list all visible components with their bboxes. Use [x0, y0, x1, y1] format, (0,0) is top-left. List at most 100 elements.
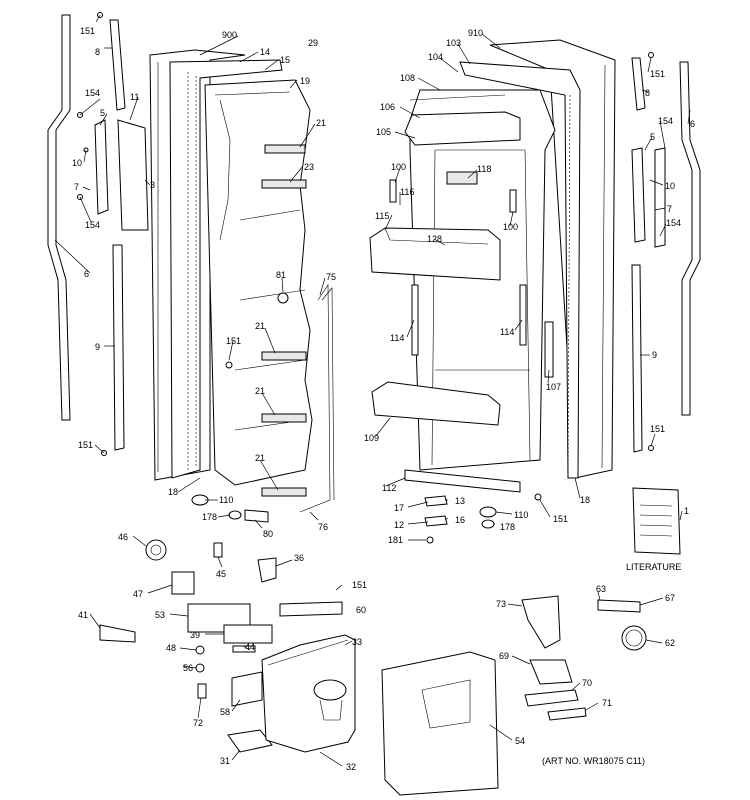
callout-label: 13: [455, 496, 465, 506]
callout-label: 29: [308, 38, 318, 48]
screw-181: [426, 536, 434, 544]
callout-label: 36: [294, 553, 304, 563]
callout-label: 900: [222, 30, 237, 40]
bracket-41: [99, 624, 136, 643]
callout-label: 6: [84, 269, 89, 279]
callout-label: 17: [394, 503, 404, 513]
callout-label: 151: [80, 26, 95, 36]
callout-label: 72: [193, 718, 203, 728]
callout-label: 104: [428, 52, 443, 62]
callout-label: 128: [427, 234, 442, 244]
callout-label: 116: [400, 187, 414, 197]
trim-strip-8-right: [631, 57, 646, 111]
handle-bracket-11: [117, 119, 149, 231]
callout-label: 154: [658, 116, 673, 126]
callout-label: 910: [468, 28, 483, 38]
trim-strip-6-right: [679, 61, 701, 416]
callout-label: 19: [300, 76, 310, 86]
water-tube: [299, 284, 331, 513]
callout-label: 7: [74, 182, 79, 192]
callout-label: 154: [85, 88, 100, 98]
door-rail-114: [519, 284, 527, 346]
callout-label: 118: [477, 164, 491, 174]
callout-label: 81: [276, 270, 286, 280]
callout-label: 154: [666, 218, 681, 228]
actuator-36: [257, 557, 277, 583]
switch-45: [213, 542, 223, 558]
literature-booklet: [632, 487, 681, 555]
callout-label: 114: [500, 327, 514, 337]
clip-100: [389, 179, 397, 203]
shelf-tray-118: [446, 171, 478, 185]
callout-label: 11: [130, 92, 139, 102]
freezer-door-assembly: [149, 49, 335, 513]
door-shelf-bar: [261, 179, 307, 189]
callout-labels: 151 8 154 11 5 10 3 7 154 6 9 151 900 14…: [72, 26, 695, 772]
callout-label: 21: [316, 118, 326, 128]
callout-label: 69: [499, 651, 509, 661]
freezer-door-gasket: [169, 59, 283, 479]
callout-label: 60: [356, 605, 366, 615]
callout-label: 44: [245, 642, 255, 652]
handle-5-right: [631, 147, 646, 243]
callout-label: 8: [645, 88, 650, 98]
callout-label: 12: [394, 520, 404, 530]
door-bin-106: [404, 111, 521, 146]
callout-label: 48: [166, 643, 176, 653]
literature-label: LITERATURE: [626, 562, 681, 572]
callout-label: 23: [304, 162, 314, 172]
bar-60: [279, 601, 343, 617]
rail-107: [544, 321, 554, 378]
trim-strip-9: [112, 244, 125, 451]
trim-strip-9-right: [631, 264, 643, 453]
callout-label: 105: [376, 127, 391, 137]
callout-label: 110: [219, 495, 233, 505]
lever-70: [524, 689, 579, 707]
clip-72: [197, 683, 207, 699]
grommet-48: [195, 645, 205, 655]
callout-label: 178: [500, 522, 515, 532]
callout-label: 151: [553, 514, 568, 524]
bottom-bar-112: [404, 469, 521, 493]
door-bin-109: [371, 381, 501, 426]
callout-label: 114: [390, 333, 404, 343]
callout-label: 6: [690, 119, 695, 129]
callout-label: 73: [496, 599, 506, 609]
callout-label: 70: [582, 678, 592, 688]
trim-strip-8: [109, 19, 126, 111]
callout-label: 1: [684, 506, 689, 516]
ring-62: [621, 625, 647, 651]
dispenser-chute-33: [313, 679, 347, 701]
callout-label: 106: [380, 102, 395, 112]
callout-label: 151: [78, 440, 93, 450]
callout-label: 151: [650, 424, 665, 434]
board-39: [223, 624, 273, 644]
door-shelf-bar: [261, 487, 307, 497]
clip-100: [509, 189, 517, 213]
callout-label: 67: [665, 593, 675, 603]
callout-label: 32: [346, 762, 356, 772]
callout-label: 109: [364, 433, 379, 443]
art-number-label: (ART NO. WR18075 C11): [542, 756, 645, 766]
callout-label: 80: [263, 529, 273, 539]
handle-right: [654, 147, 666, 248]
callout-label: 10: [72, 158, 82, 168]
screw: [225, 361, 233, 369]
callout-label: 33: [352, 637, 362, 647]
callout-label: 41: [78, 610, 88, 620]
callout-label: 181: [388, 535, 403, 545]
callout-label: 18: [168, 487, 178, 497]
callout-label: 10: [665, 181, 675, 191]
pad-71: [547, 707, 587, 721]
callout-label: 7: [667, 204, 672, 214]
knob-46: [145, 539, 167, 561]
dispenser-parts: [99, 539, 647, 796]
dispenser-housing-32: [261, 634, 356, 753]
callout-label: 62: [665, 638, 675, 648]
callout-label: 63: [596, 584, 606, 594]
callout-label: 103: [446, 38, 461, 48]
base-58: [231, 671, 263, 707]
callout-label: 154: [85, 220, 100, 230]
fresh-food-trim-and-handles: [534, 52, 701, 501]
callout-label: 151: [352, 580, 367, 590]
